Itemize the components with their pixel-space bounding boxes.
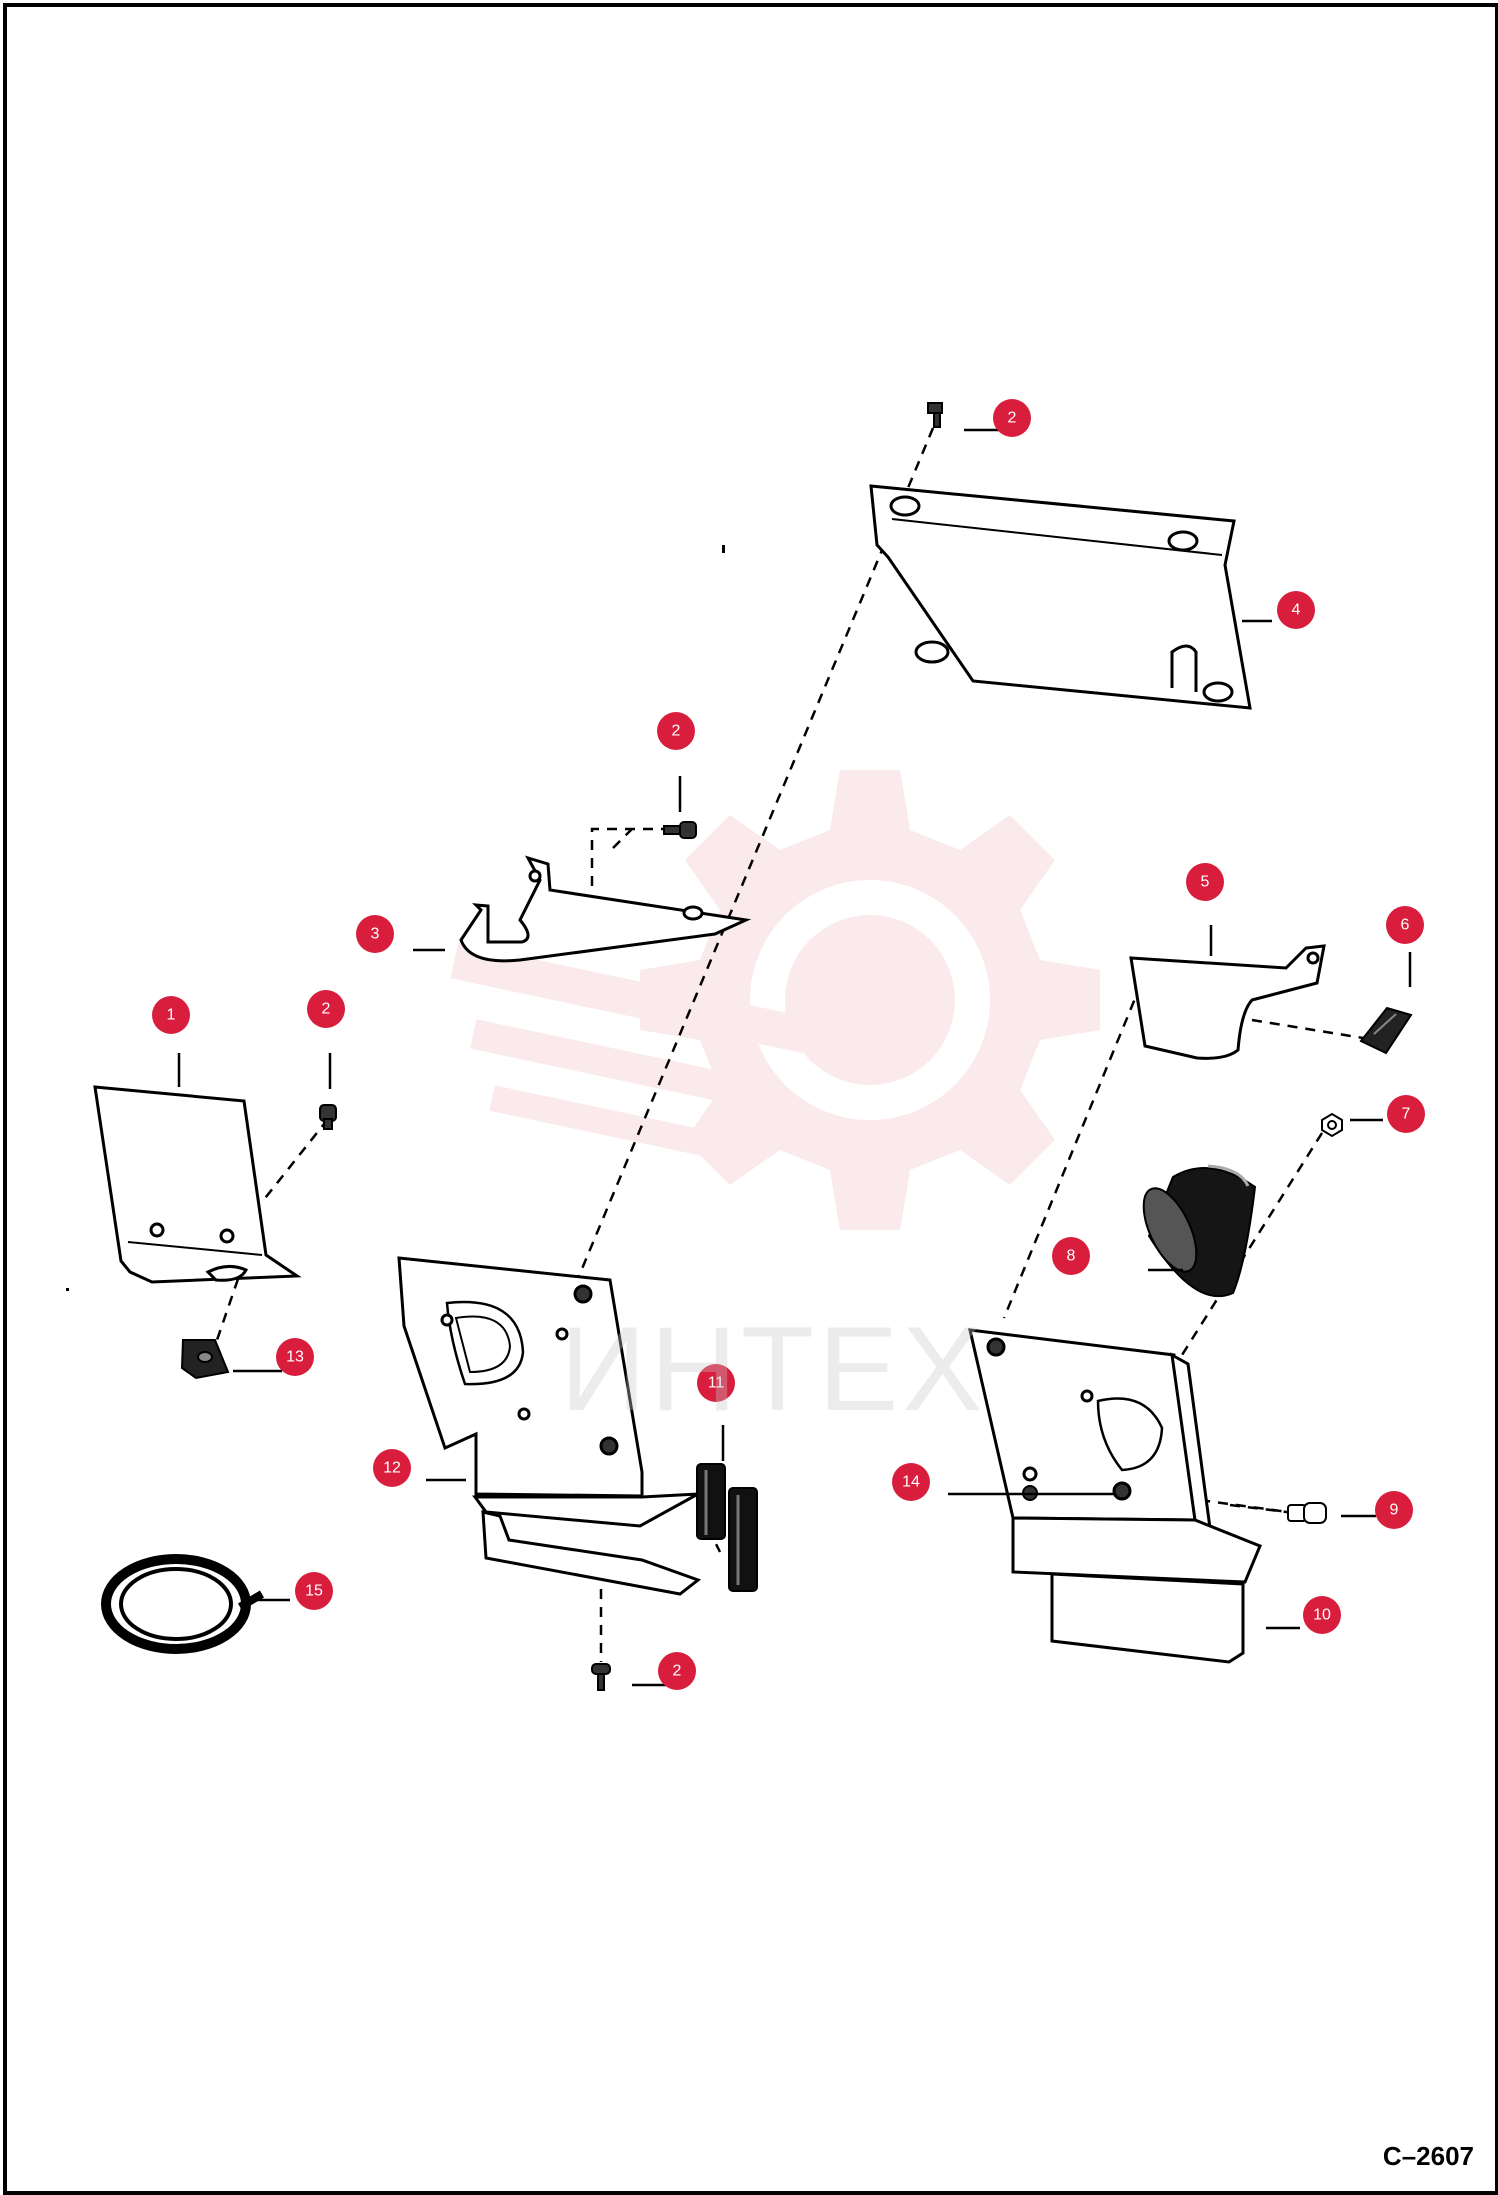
part-4-top-plate bbox=[869, 484, 1252, 710]
screw-left-icon bbox=[319, 1104, 337, 1130]
callout-1: 1 bbox=[152, 996, 190, 1034]
part-11-seal-strip bbox=[696, 1463, 758, 1592]
figure-frame bbox=[3, 3, 1498, 2195]
callout-10: 10 bbox=[1303, 1596, 1341, 1634]
svg-text:2: 2 bbox=[322, 1001, 331, 1018]
svg-text:2: 2 bbox=[1008, 410, 1017, 427]
svg-text:4: 4 bbox=[1292, 602, 1301, 619]
svg-text:6: 6 bbox=[1401, 917, 1410, 934]
watermark-gear-logo bbox=[450, 770, 1100, 1230]
part-13-grommet bbox=[180, 1339, 230, 1380]
svg-text:9: 9 bbox=[1390, 1502, 1399, 1519]
part-3-bracket bbox=[459, 855, 752, 963]
part-2-screws bbox=[319, 402, 943, 1691]
callout-11: 11 bbox=[697, 1364, 735, 1402]
part-10-right-panel bbox=[968, 1328, 1262, 1664]
screw-top-icon bbox=[927, 402, 943, 428]
svg-text:10: 10 bbox=[1313, 1607, 1331, 1624]
callout-2-center: 2 bbox=[657, 712, 695, 750]
part-8-boot bbox=[1142, 1164, 1257, 1298]
callout-14: 14 bbox=[892, 1463, 930, 1501]
part-6-clip bbox=[1359, 1006, 1413, 1055]
callout-15: 15 bbox=[295, 1572, 333, 1610]
callout-13: 13 bbox=[276, 1338, 314, 1376]
callout-4: 4 bbox=[1277, 591, 1315, 629]
callout-5: 5 bbox=[1186, 863, 1224, 901]
watermark-text: ИНТЕХ bbox=[560, 1302, 987, 1436]
callout-12: 12 bbox=[373, 1449, 411, 1487]
svg-text:11: 11 bbox=[708, 1375, 725, 1392]
svg-text:13: 13 bbox=[286, 1349, 304, 1366]
callout-8: 8 bbox=[1052, 1237, 1090, 1275]
part-9-bolt bbox=[1287, 1502, 1327, 1524]
svg-text:3: 3 bbox=[371, 926, 380, 943]
svg-text:15: 15 bbox=[305, 1583, 323, 1600]
svg-text:8: 8 bbox=[1067, 1248, 1076, 1265]
part-12-left-panel bbox=[397, 1256, 702, 1596]
svg-text:1: 1 bbox=[167, 1007, 176, 1024]
callout-3: 3 bbox=[356, 915, 394, 953]
svg-text:2: 2 bbox=[672, 723, 681, 740]
leader-lines bbox=[177, 428, 1412, 1687]
figure-code: C–2607 bbox=[1382, 2141, 1474, 2171]
svg-text:14: 14 bbox=[902, 1474, 920, 1491]
svg-text:12: 12 bbox=[383, 1460, 401, 1477]
part-1-left-cover-plate bbox=[93, 1085, 302, 1284]
screw-center-icon bbox=[663, 821, 697, 839]
part-15-hose bbox=[101, 1554, 265, 1654]
part-7-nut bbox=[1321, 1112, 1343, 1138]
svg-text:5: 5 bbox=[1201, 874, 1210, 891]
callout-2-bottom: 2 bbox=[658, 1652, 696, 1690]
stray-marks bbox=[66, 545, 725, 1291]
part-5-right-cover bbox=[1129, 944, 1326, 1060]
callout-2-top: 2 bbox=[993, 399, 1031, 437]
callout-6: 6 bbox=[1386, 906, 1424, 944]
callout-7: 7 bbox=[1387, 1095, 1425, 1133]
svg-text:2: 2 bbox=[673, 1663, 682, 1680]
svg-text:7: 7 bbox=[1402, 1106, 1411, 1123]
screw-bottom-icon bbox=[591, 1663, 611, 1691]
callout-2-left: 2 bbox=[307, 990, 345, 1028]
callout-9: 9 bbox=[1375, 1491, 1413, 1529]
